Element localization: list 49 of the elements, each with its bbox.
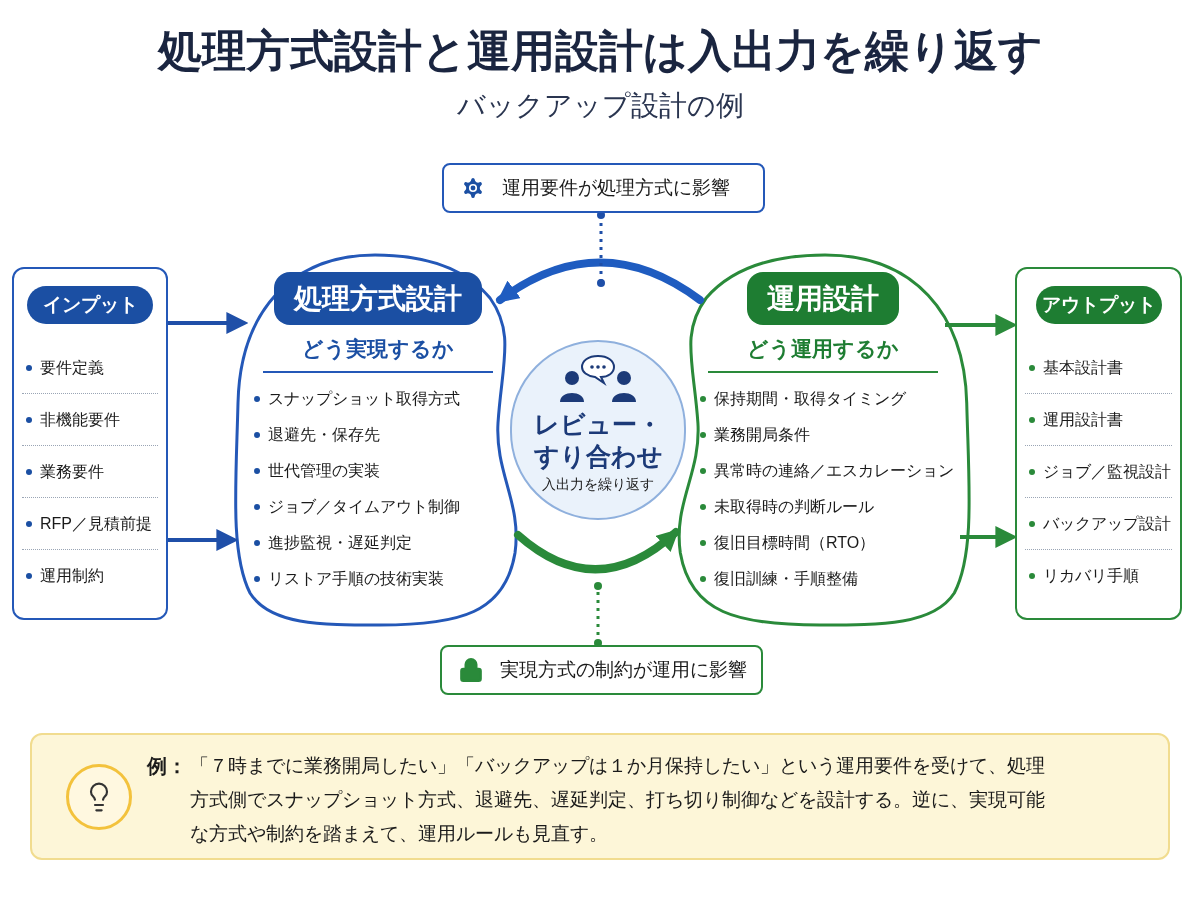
- note-text: 実現方式の制約が運用に影響: [500, 657, 747, 682]
- section-subtitle: どう運用するか: [746, 336, 899, 363]
- panel-title: インプット: [27, 286, 153, 324]
- list-item: ジョブ／タイムアウト制御: [254, 489, 460, 525]
- dotted-connector: [597, 211, 605, 287]
- curved-arrow: [496, 258, 704, 304]
- list-item: バックアップ設計: [1025, 498, 1172, 549]
- curved-arrow: [514, 528, 680, 574]
- panel-title: アウトプット: [1035, 286, 1162, 324]
- list-item: 未取得時の判断ルール: [700, 489, 954, 525]
- list-item: 復旧訓練・手順整備: [700, 561, 954, 597]
- example-label: 例：: [147, 754, 187, 779]
- circle-title: レビュー・すり合わせ: [532, 409, 664, 472]
- list-item: RFP／見積前提: [22, 498, 158, 549]
- dotted-connector: [594, 582, 602, 647]
- example-box: [30, 733, 1170, 860]
- section-title: 処理方式設計: [273, 272, 482, 325]
- list-item: 業務開局条件: [700, 417, 954, 453]
- list-item: 要件定義: [22, 342, 158, 393]
- list-item: 異常時の連絡／エスカレーション: [700, 453, 954, 489]
- list-item: 保持期間・取得タイミング: [700, 381, 954, 417]
- list-item: スナップショット取得方式: [254, 381, 460, 417]
- list-item: 復旧目標時間（RTO）: [700, 525, 954, 561]
- subtitle: バックアップ設計の例: [456, 89, 744, 123]
- list-item: 世代管理の実装: [254, 453, 460, 489]
- list-item: 非機能要件: [22, 394, 158, 445]
- arrow: [945, 314, 1018, 336]
- arrow: [168, 312, 249, 334]
- list-item: 業務要件: [22, 446, 158, 497]
- note-box: [442, 163, 765, 213]
- list-item: ジョブ／監視設計: [1025, 446, 1172, 497]
- example-text: 「７時までに業務開局したい」「バックアップは１か月保持したい」という運用要件を受けて、処理方式側でスナップショット方式、退避先、遅延判定、打ち切り制御などを設計する。逆に、実現可能な方式や制約を踏まえて、運用ルールも見直す。: [190, 754, 1046, 846]
- list-item: 退避先・保存先: [254, 417, 460, 453]
- list-item: 運用制約: [22, 550, 158, 601]
- list-item: リストア手順の技術実装: [254, 561, 460, 597]
- title: 処理方式設計と運用設計は入出力を繰り返す: [157, 25, 1043, 77]
- output-panel: [1015, 267, 1182, 620]
- list-item: リカバリ手順: [1025, 550, 1172, 601]
- list-item: 進捗監視・遅延判定: [254, 525, 460, 561]
- input-panel: [12, 267, 168, 620]
- note-text: 運用要件が処理方式に影響: [502, 175, 730, 200]
- section-title: 運用設計: [746, 272, 899, 325]
- section-subtitle: どう実現するか: [301, 336, 454, 363]
- list-item: 基本設計書: [1025, 342, 1172, 393]
- circle-subtitle: 入出力を繰り返す: [542, 475, 654, 494]
- list-item: 運用設計書: [1025, 394, 1172, 445]
- arrow: [960, 526, 1018, 548]
- note-box: [440, 645, 763, 695]
- arrow: [168, 529, 239, 551]
